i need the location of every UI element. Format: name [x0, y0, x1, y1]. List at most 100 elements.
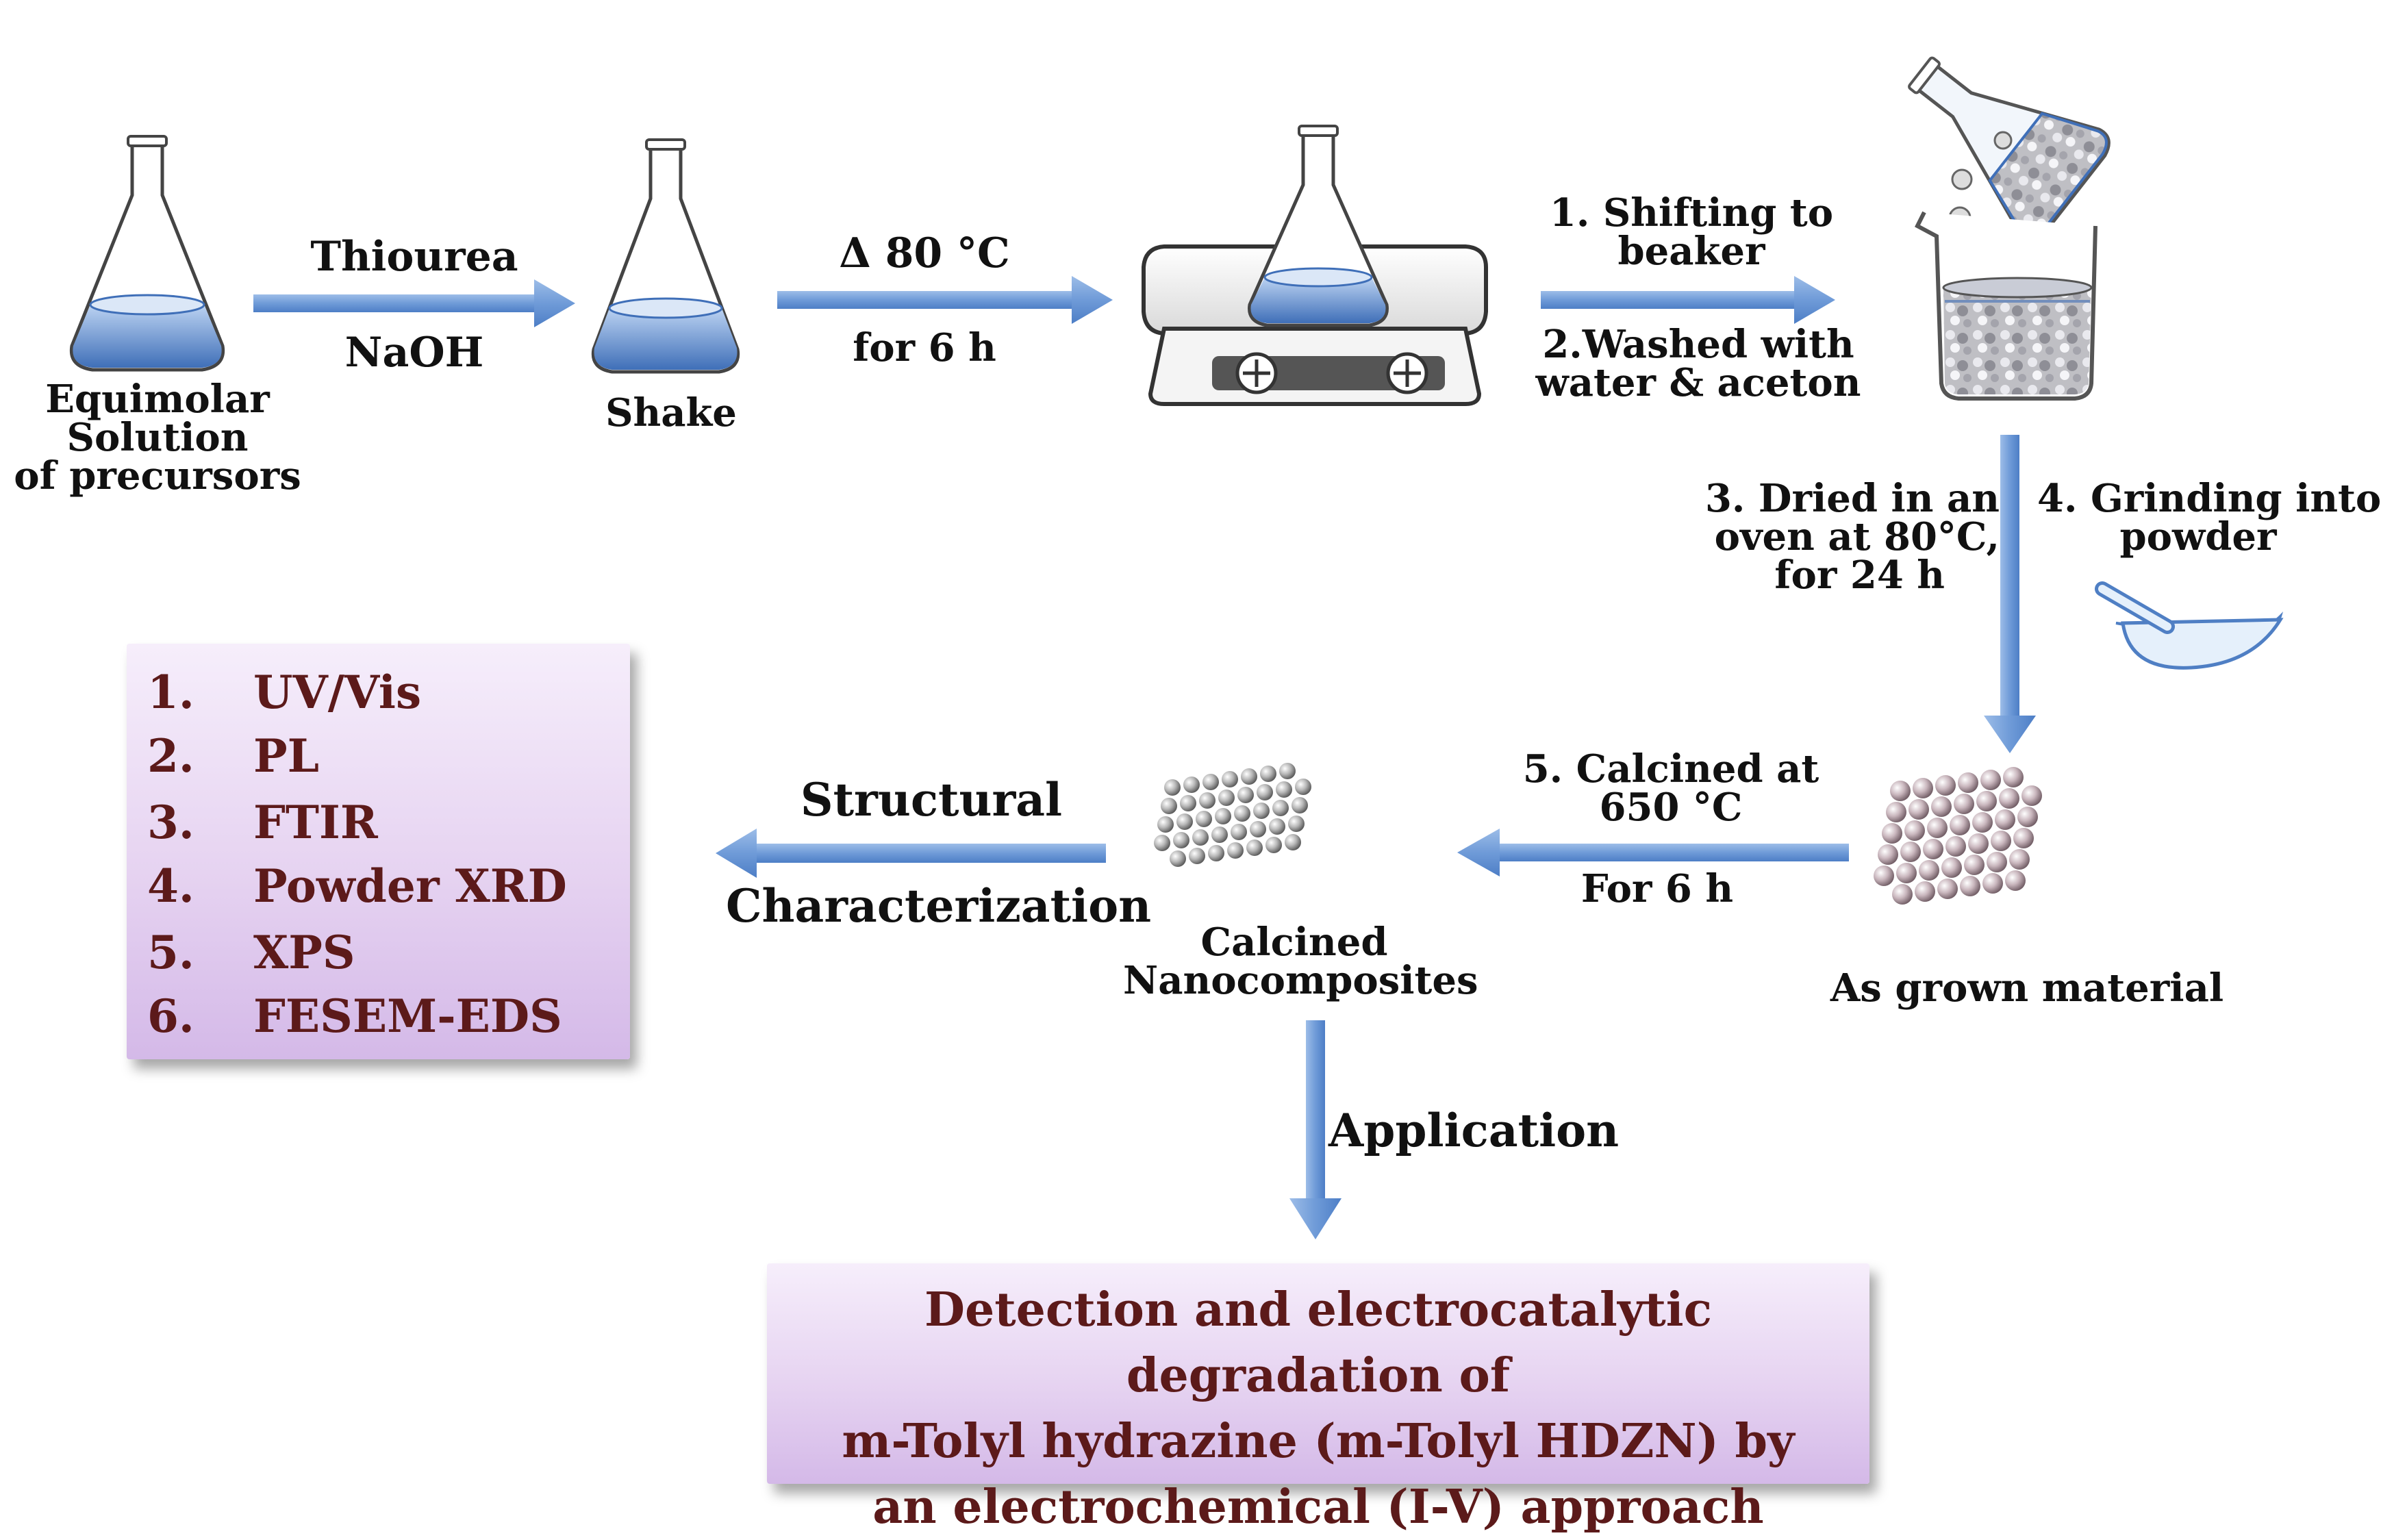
particle: [1927, 818, 1948, 838]
particle: [1173, 832, 1189, 848]
particle: [1199, 792, 1215, 809]
particle: [1234, 805, 1250, 822]
characterization-item: 1. UV/Vis: [127, 666, 630, 729]
particle: [1919, 860, 1939, 881]
particle: [1241, 768, 1257, 785]
characterization-item-name: FESEM-EDS: [253, 989, 562, 1043]
particle: [1176, 813, 1193, 830]
arrow-reagent: [253, 279, 575, 327]
application-label: Application: [1328, 1104, 1620, 1157]
particle: [1964, 855, 1985, 875]
mortar-pestle-icon: [2095, 581, 2284, 670]
as-grown-label: As grown material: [1830, 965, 2224, 1011]
particle: [1272, 800, 1289, 816]
grind-label-line: 4. Grinding into: [2037, 476, 2381, 521]
characterization-item-number: 2.: [147, 729, 194, 783]
particle: [1276, 781, 1292, 798]
particle: [1246, 840, 1263, 856]
calcine-bottom-label: For 6 h: [1580, 866, 1734, 911]
particle: [2021, 785, 2042, 806]
particle: [1941, 857, 1962, 878]
particle: [1976, 791, 1997, 811]
characterization-item: 5. XPS: [127, 926, 630, 989]
calcine-top-label: 5. Calcined at 650 °C: [1507, 750, 1835, 826]
transfer-bottom-line: 2.Washed with: [1542, 322, 1854, 367]
particle: [1915, 881, 1935, 902]
arrow-calcine: [1457, 829, 1849, 876]
characterization-item: 6. FESEM-EDS: [127, 989, 630, 1052]
particle: [1945, 836, 1966, 857]
characterization-item: 2. PL: [127, 729, 630, 792]
particle: [1972, 812, 1993, 833]
characterization-item-number: 4.: [147, 859, 194, 913]
heat-bottom-label: for 6 h: [853, 325, 996, 370]
transfer-bottom-label: 2.Washed with water & aceton: [1527, 325, 1869, 402]
calcined-label: Calcined Nanocomposites: [1123, 923, 1478, 1000]
precursor-label: Equimolar Solution of precursors: [14, 380, 301, 495]
particle: [1279, 763, 1296, 779]
particle: [1227, 842, 1244, 859]
particle: [1908, 799, 1929, 820]
particle: [1982, 873, 2003, 894]
flask-icon: [1908, 56, 2111, 240]
particle: [1215, 808, 1231, 824]
transfer-top-label: 1. Shifting to beaker: [1527, 194, 1856, 270]
arrow-heat: [777, 276, 1113, 324]
particle: [1231, 824, 1247, 840]
transfer-top-line: beaker: [1617, 229, 1765, 274]
particle: [1874, 866, 1894, 886]
particle: [1161, 798, 1177, 814]
particle: [1260, 766, 1276, 782]
beaker-icon: [1915, 211, 2097, 401]
particle: [1999, 788, 2019, 809]
particle: [1183, 777, 1200, 793]
particle: [1900, 842, 1921, 862]
particle: [1890, 781, 1911, 801]
particle: [1154, 835, 1170, 851]
particle: [1253, 803, 1270, 819]
particle: [1960, 876, 1980, 896]
characterization-item-number: 1.: [147, 666, 194, 719]
particle: [1950, 815, 1970, 835]
application-box: Detection and electrocatalytic degradati…: [767, 1263, 1869, 1535]
particle: [1935, 775, 1956, 796]
calcine-top-line: 650 °C: [1599, 785, 1743, 830]
structural-bottom-label: Characterization: [726, 879, 1152, 933]
characterization-item: 4. Powder XRD: [127, 859, 630, 922]
particle: [1904, 820, 1925, 841]
particle: [1237, 787, 1254, 803]
shake-label: Shake: [605, 390, 737, 436]
particle: [1164, 779, 1181, 796]
application-line: Detection and electrocatalytic degradati…: [924, 1283, 1713, 1403]
calcine-top-line: 5. Calcined at: [1522, 746, 1819, 792]
heat-top-label: Δ 80 °C: [839, 229, 1010, 277]
particle: [1295, 779, 1311, 795]
particle: [1222, 771, 1238, 787]
characterization-item-name: UV/Vis: [253, 666, 422, 719]
particle: [1265, 837, 1282, 853]
flask-icon: [1248, 125, 1389, 327]
dry-label-line: oven at 80°C,: [1714, 514, 2000, 559]
grind-label-line: powder: [2119, 514, 2277, 559]
particle: [1968, 833, 1989, 854]
particle: [1886, 802, 1906, 822]
particle: [1913, 778, 1933, 798]
particle: [1211, 826, 1228, 843]
particle: [1250, 821, 1266, 837]
arrow-application: [1289, 1020, 1341, 1239]
characterization-item-name: Powder XRD: [253, 859, 567, 913]
particle: [1923, 839, 1943, 859]
application-line: m-Tolyl hydrazine (m-Tolyl HDZN) by: [842, 1414, 1795, 1469]
particle: [1931, 796, 1952, 817]
characterization-item-number: 6.: [147, 989, 194, 1043]
particle: [1257, 784, 1273, 800]
particle: [1288, 816, 1305, 832]
particle: [1980, 770, 2001, 790]
particle: [1192, 829, 1209, 846]
characterization-item-name: FTIR: [253, 796, 378, 849]
particle: [1157, 816, 1174, 833]
particles-icon: [1154, 763, 1311, 867]
particle: [1954, 794, 1974, 814]
particles-icon: [1874, 767, 2042, 905]
